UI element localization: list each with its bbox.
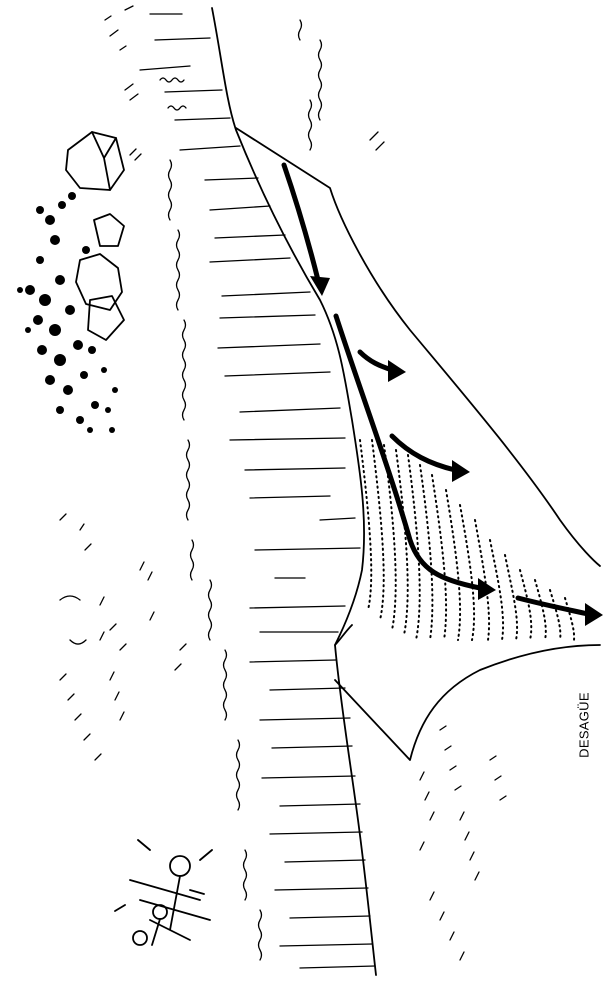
lower-bank-line [236, 128, 600, 566]
boulder-medium [94, 214, 124, 246]
bank-slope-hatching [140, 14, 375, 968]
channel-banks [212, 8, 600, 975]
flow-arrow-side-1 [360, 352, 392, 370]
grass-strokes [60, 6, 506, 960]
outlet-lower-edge [335, 645, 600, 760]
thistle-plant [115, 840, 212, 945]
flow-arrow-side-2 [392, 436, 455, 470]
upper-bank-line [212, 8, 376, 975]
outlet-label-text: DESAGÜE [577, 692, 592, 758]
shrub-cluster [17, 192, 118, 433]
sediment-deposit [360, 440, 574, 640]
flow-arrow-main-upper [284, 165, 318, 280]
